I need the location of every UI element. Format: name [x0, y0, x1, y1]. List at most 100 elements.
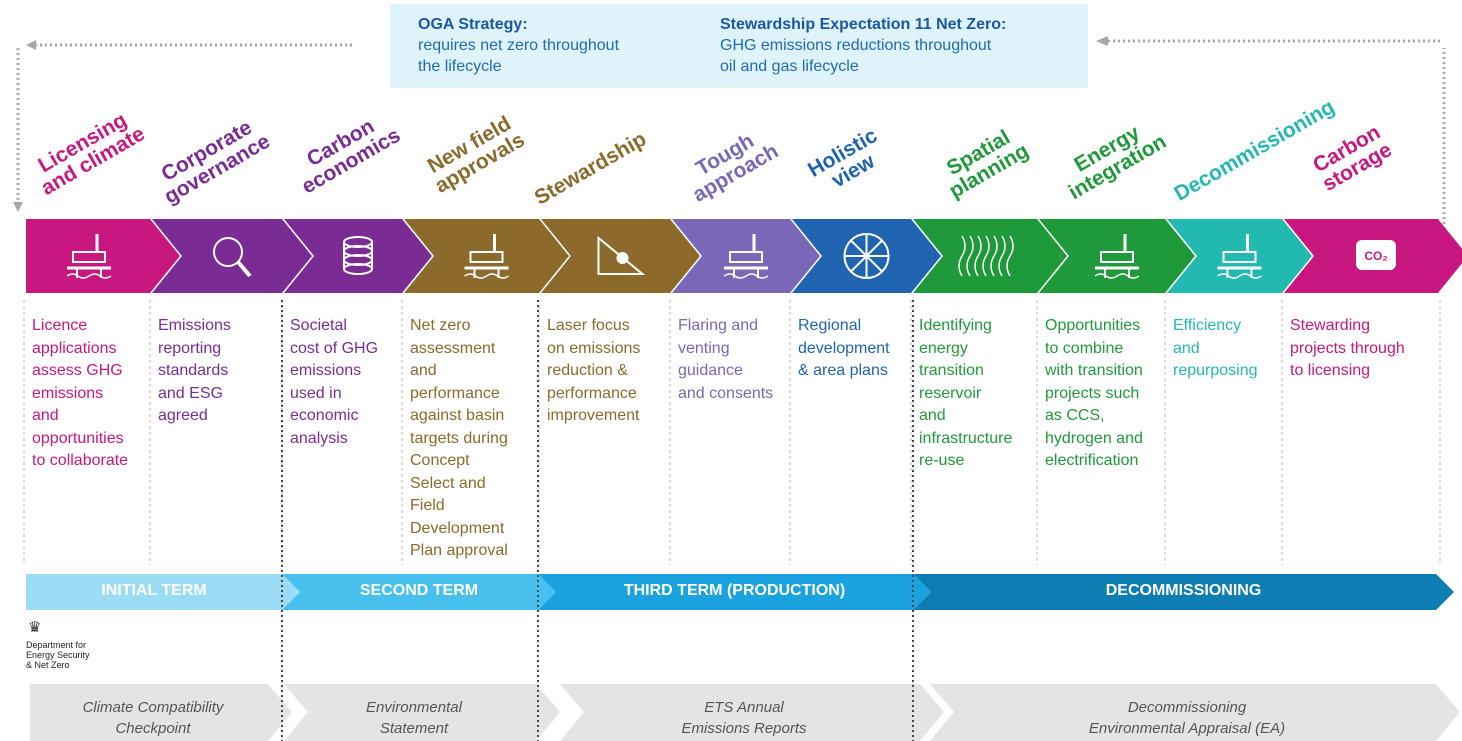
stage-description-line: to combine [1045, 339, 1124, 357]
stage-description-line: cost of GHG [290, 339, 379, 357]
stage-description-line: emissions [32, 384, 104, 402]
logo-line1: Department for [26, 640, 87, 650]
stage-description-line: Plan approval [410, 542, 508, 559]
stage-description: Societal cost of GHG emissions used in econo… [290, 315, 402, 450]
stage-description-line: as CCS, [1045, 407, 1105, 424]
phase-dividers [281, 300, 914, 741]
desnz-logo: Department for Energy Security & Net Zer… [26, 640, 90, 670]
stage-description-line: transition [919, 362, 984, 379]
stage-description-line: re-use [919, 452, 965, 469]
coin-stack-icon [343, 236, 373, 275]
stage-description-line: reduction & [547, 362, 628, 379]
term-arrow [26, 574, 300, 610]
stage-description-line: against basin [410, 407, 505, 424]
term-label: INITIAL TERM [101, 582, 207, 599]
term-arrow [538, 574, 931, 610]
stage-description-line: and [1173, 339, 1200, 357]
stage-description-line: assessment [410, 339, 496, 357]
term-arrow [282, 574, 556, 610]
oga-strategy-line1: requires net zero throughout [418, 37, 620, 54]
offshore-platform-icon [464, 234, 509, 279]
loop-arrow-left [16, 43, 352, 202]
stewardship-expectation-line1: GHG emissions reductions throughout [720, 37, 992, 54]
stage-description-line: infrastructure [919, 429, 1013, 447]
stage-description-line: Development [410, 519, 505, 537]
svg-text:CO₂: CO₂ [1364, 249, 1387, 263]
stage-description-line: improvement [547, 407, 640, 424]
stewardship-expectation-block: Stewardship Expectation 11 Net Zero: GHG… [720, 14, 1006, 77]
logo-line3: & Net Zero [26, 660, 70, 670]
co2-slope-icon [597, 235, 646, 275]
oga-strategy-block: OGA Strategy: requires net zero througho… [418, 14, 619, 77]
stage-chevron [152, 219, 312, 293]
stage-description-line: Laser focus [547, 317, 630, 334]
stage-description-line: and [410, 362, 437, 379]
stage-description-line: Societal [290, 317, 347, 334]
crane-vessel-icon [1217, 234, 1262, 279]
report-arrow [560, 684, 944, 741]
term-label: DECOMMISSIONING [1105, 582, 1262, 599]
stage-description-line: analysis [290, 429, 348, 447]
stage-description-line: Flaring and [678, 317, 759, 334]
stage-chevron [913, 219, 1067, 293]
stage-description-line: emissions [290, 362, 362, 379]
loop-arrowhead-down [13, 202, 23, 212]
report-line1: Environmental [366, 699, 462, 716]
stage-description-line: opportunities [32, 429, 124, 447]
strategy-banner [390, 4, 1088, 88]
stage-description-line: economic [290, 407, 359, 424]
oga-strategy-title: OGA Strategy: [418, 16, 528, 33]
report-line2: Statement [379, 720, 449, 737]
stage-description-line: performance [410, 384, 500, 402]
stage-description-line: applications [32, 339, 117, 357]
royal-crest-icon: ♛ [28, 619, 42, 636]
term-label: THIRD TERM (PRODUCTION) [623, 582, 846, 599]
flare-platform-icon [723, 234, 769, 279]
stage-description-line: repurposing [1173, 362, 1258, 379]
oga-strategy-line2: the lifecycle [418, 58, 502, 75]
stage-description-line: targets during [410, 429, 508, 447]
logo-line2: Energy Security [26, 650, 90, 660]
report-line1: Climate Compatibility [82, 699, 224, 716]
stage-description-line: venting [678, 339, 730, 357]
stage-description-line: Concept [410, 452, 470, 469]
seismic-waves-icon [958, 235, 1014, 277]
stage-description-line: Select and [410, 474, 486, 492]
stage-description-line: on emissions [547, 339, 641, 357]
term-label: SECOND TERM [359, 582, 479, 599]
stage-description-line: to collaborate [32, 452, 129, 469]
stage-description-line: reservoir [919, 384, 982, 402]
stage-description-line: hydrogen and [1045, 429, 1143, 447]
network-globe-icon [843, 233, 890, 279]
stage-description-line: and ESG [158, 384, 223, 402]
stage-description-line: energy [919, 339, 968, 357]
stage-description-line: agreed [158, 407, 208, 424]
stage-description-line: standards [158, 362, 229, 379]
stage-description-line: and [919, 407, 946, 424]
stage-description-line: projects such [1045, 384, 1140, 402]
stage-description-line: Opportunities [1045, 317, 1141, 334]
term-arrow [913, 574, 1454, 610]
loop-arrowhead-right [1096, 36, 1108, 46]
stage-description-line: electrification [1045, 452, 1139, 469]
stage-description-line: guidance [678, 362, 743, 379]
stage-description-line: used in [290, 384, 342, 402]
stage-chevron [672, 219, 820, 293]
stage-description-line: assess GHG [32, 362, 123, 379]
stage-description-line: and consents [678, 384, 774, 402]
stage-description-line: development [798, 339, 890, 357]
stage-chevron [1039, 219, 1195, 293]
stage-description-line: to licensing [1290, 362, 1371, 379]
